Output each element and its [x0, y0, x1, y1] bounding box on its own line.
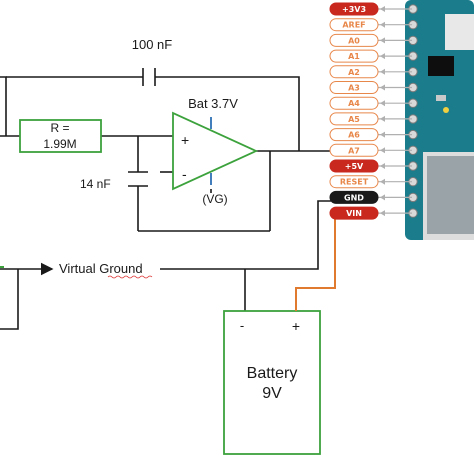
pin-label-text: A6	[348, 131, 360, 140]
resistor-label-2: 1.99M	[43, 137, 76, 151]
pin-arrow	[380, 210, 385, 217]
battery-label-1: Battery	[247, 365, 298, 382]
pin-label-box	[329, 190, 379, 204]
pin-arrow	[380, 147, 385, 154]
pin-a5: A5	[329, 112, 412, 126]
wire-battery-plus	[295, 217, 336, 311]
pin-label-box	[329, 49, 379, 63]
opamp: + - Bat 3.7V (VG)	[172, 96, 259, 206]
pin-3v3: +3V3	[329, 2, 412, 16]
chip	[428, 56, 454, 76]
pin-5v: +5V	[329, 159, 412, 173]
wires	[0, 76, 331, 330]
battery-plus-label: +	[292, 318, 300, 334]
pin-arrow	[380, 100, 385, 107]
led	[443, 107, 449, 113]
pin-label-text: +3V3	[342, 5, 366, 14]
pin-a4: A4	[329, 96, 412, 110]
pin-label-text: AREF	[342, 21, 365, 30]
pin-label-text: A3	[348, 84, 360, 93]
pin-arrow	[380, 6, 385, 12]
pin-label-text: +5V	[345, 162, 364, 171]
opamp-plus-label: +	[181, 132, 189, 148]
capacitor-100nf: 100 nF	[132, 37, 173, 86]
pin-label-box	[329, 65, 379, 79]
battery-minus-label: -	[240, 318, 244, 333]
pin-label-text: A0	[348, 36, 360, 45]
capacitor-14nf: 14 nF	[80, 171, 148, 191]
pin-arrow	[380, 68, 385, 75]
resistor: R = 1.99M	[19, 119, 102, 153]
pin-label-box	[329, 159, 379, 173]
pin-label-text: VIN	[346, 209, 362, 218]
pin-label-box	[329, 2, 379, 16]
wire-left-bottom	[0, 269, 19, 330]
pin-arrow	[380, 53, 385, 60]
opamp-minus-label: -	[182, 166, 187, 182]
pin-arrow	[380, 37, 385, 44]
opamp-supply-label: Bat 3.7V	[188, 96, 238, 111]
pin-label-text: A4	[348, 99, 360, 108]
pin-label-box	[329, 33, 379, 47]
pin-arrow	[380, 194, 385, 201]
pin-label-text: RESET	[340, 178, 369, 187]
pin-label-box	[329, 175, 379, 189]
pin-label-text: GND	[344, 193, 364, 202]
pin-arrow	[380, 115, 385, 122]
pin-label-box	[329, 112, 379, 126]
battery-label-2: 9V	[262, 385, 282, 402]
capacitor-14nf-label: 14 nF	[80, 177, 111, 191]
pin-arrow	[380, 131, 385, 138]
module-inner	[427, 156, 474, 234]
pin-label-text: A1	[348, 52, 360, 61]
capacitor-100nf-label: 100 nF	[132, 37, 173, 52]
wire-left-feedback	[0, 76, 7, 136]
spellcheck-underline	[107, 275, 153, 279]
pin-a7: A7	[329, 143, 412, 157]
pin-reset: RESET	[329, 175, 412, 189]
pin-label-text: A7	[348, 146, 360, 155]
pin-label-box	[329, 206, 379, 220]
pin-a3: A3	[329, 81, 412, 94]
battery: - + Battery 9V	[223, 310, 321, 455]
component	[436, 95, 446, 101]
virtual-ground-label: Virtual Ground	[59, 261, 143, 276]
pin-label-text: A5	[348, 115, 360, 124]
wire-gnd	[160, 200, 331, 270]
resistor-label-1: R =	[50, 121, 69, 135]
pin-arrow	[380, 163, 385, 169]
pin-a0: A0	[329, 33, 412, 47]
opamp-vg-label: (VG)	[202, 192, 227, 206]
pin-arrow	[380, 21, 385, 28]
pin-arrow	[380, 178, 385, 185]
wire-top-right	[155, 76, 300, 151]
pin-a1: A1	[329, 49, 412, 63]
arduino-board	[405, 0, 474, 240]
connector	[445, 14, 474, 50]
pin-label-box	[329, 96, 379, 110]
pin-a6: A6	[329, 128, 412, 142]
pin-a2: A2	[329, 65, 412, 79]
pin-arrow	[380, 84, 385, 91]
pin-gnd: GND	[329, 190, 412, 204]
pin-aref: AREF	[329, 18, 412, 32]
pin-label-text: A2	[348, 68, 360, 77]
pin-label-box	[329, 143, 379, 157]
pin-label-box	[329, 18, 379, 32]
pin-label-box	[329, 128, 379, 142]
pin-vin: VIN	[329, 206, 412, 220]
pin-label-box	[329, 81, 379, 94]
